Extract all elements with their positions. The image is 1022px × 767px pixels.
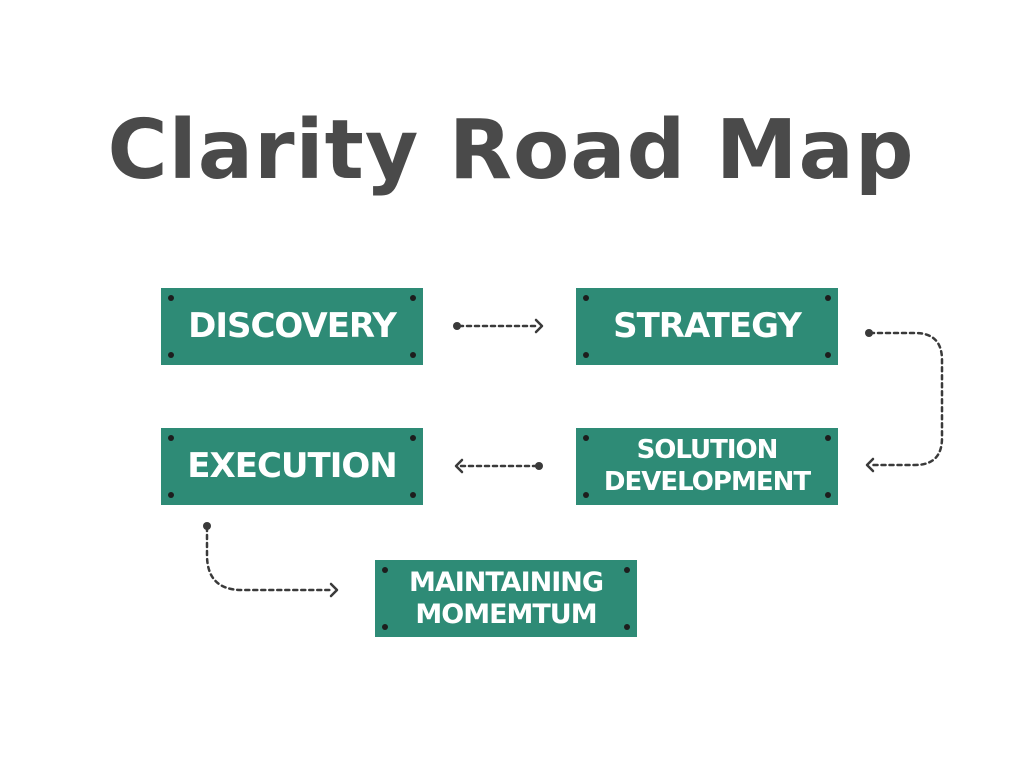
arrowhead-icon: [865, 457, 875, 473]
page-title: Clarity Road Map: [107, 103, 915, 198]
connector-start-dot: [453, 322, 461, 330]
rivet-dot: [382, 624, 388, 630]
step-discovery[interactable]: DISCOVERY: [161, 288, 423, 365]
rivet-dot: [382, 567, 388, 573]
rivet-dot: [583, 435, 589, 441]
step-solution-development[interactable]: SOLUTION DEVELOPMENT: [576, 428, 838, 505]
step-execution[interactable]: EXECUTION: [161, 428, 423, 505]
arrowhead-icon: [534, 318, 544, 334]
rivet-dot: [624, 567, 630, 573]
step-label: DISCOVERY: [188, 305, 397, 346]
step-label: EXECUTION: [187, 445, 397, 486]
step-label: SOLUTION DEVELOPMENT: [603, 435, 811, 497]
rivet-dot: [583, 492, 589, 498]
rivet-dot: [410, 492, 416, 498]
rivet-dot: [168, 352, 174, 358]
rivet-dot: [825, 352, 831, 358]
step-label: MAINTAINING MOMEMTUM: [408, 567, 604, 630]
step-label: STRATEGY: [613, 305, 802, 346]
rivet-dot: [410, 435, 416, 441]
rivet-dot: [168, 295, 174, 301]
step-strategy[interactable]: STRATEGY: [576, 288, 838, 365]
step-maintaining-momentum[interactable]: MAINTAINING MOMEMTUM: [375, 560, 637, 637]
rivet-dot: [825, 295, 831, 301]
connector-strategy-solution: [868, 331, 944, 467]
rivet-dot: [583, 352, 589, 358]
rivet-dot: [825, 492, 831, 498]
arrowhead-icon: [454, 458, 464, 474]
connector-start-dot: [535, 462, 543, 470]
rivet-dot: [583, 295, 589, 301]
connector-start-dot: [865, 329, 873, 337]
connector-execution-maintain: [205, 525, 335, 592]
rivet-dot: [168, 435, 174, 441]
rivet-dot: [624, 624, 630, 630]
rivet-dot: [825, 435, 831, 441]
rivet-dot: [410, 352, 416, 358]
rivet-dot: [410, 295, 416, 301]
arrowhead-icon: [329, 582, 339, 598]
rivet-dot: [168, 492, 174, 498]
connector-start-dot: [203, 522, 211, 530]
